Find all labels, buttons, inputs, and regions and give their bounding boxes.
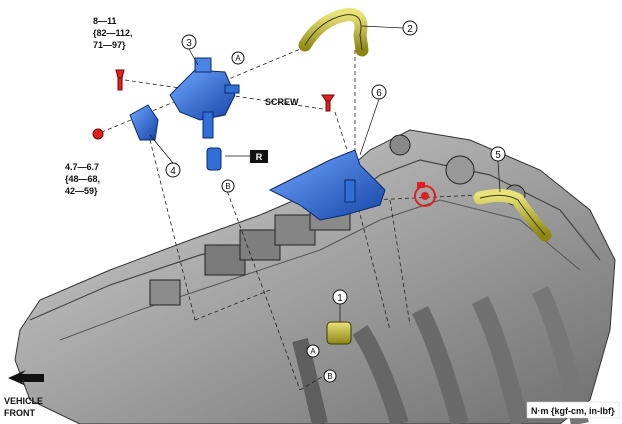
svg-text:2: 2 [407,24,413,35]
torque-label-top: 8—11 {82—112, 71—97} [93,16,133,50]
screw-label: SCREW [265,97,299,107]
callout-b-bottom: B [323,369,337,383]
leader-lines [94,44,481,391]
units-label: N·m {kgf-cm, in-lbf} [526,401,620,419]
vehicle-front-indicator: VEHICLE FRONT [4,370,44,418]
svg-text:N·m {kgf-cm, in-lbf}: N·m {kgf-cm, in-lbf} [531,406,615,416]
svg-text:B: B [225,182,230,191]
svg-text:1: 1 [337,293,343,304]
engine-illustration [14,129,616,424]
purge-valve-part-3 [169,57,240,139]
svg-text:71—97}: 71—97} [93,40,126,50]
torque-label-left: 4.7—6.7 {48—68, 42—59} [65,162,100,196]
callout-a-bottom: A [306,344,320,358]
connector [206,147,222,171]
callout-3: 3 [181,34,199,66]
svg-text:5: 5 [495,150,501,161]
callout-a-top: A [231,51,245,65]
svg-text:4: 4 [170,166,176,177]
svg-text:8—11: 8—11 [93,16,117,26]
svg-text:VEHICLE: VEHICLE [4,396,43,406]
callout-5: 5 [490,146,506,193]
svg-text:{82—112,: {82—112, [93,28,133,38]
svg-text:B: B [327,372,332,381]
arrow-icon [8,370,44,386]
bracket-part-4 [129,104,159,141]
callout-2: 2 [361,20,418,36]
screw [321,94,335,112]
svg-text:FRONT: FRONT [4,408,35,418]
bolt-left [92,128,104,140]
svg-text:R: R [256,152,263,162]
callout-4: 4 [149,134,181,178]
svg-text:6: 6 [376,88,382,99]
svg-text:4.7—6.7: 4.7—6.7 [65,162,99,172]
callout-b-top: B [221,179,235,193]
callout-1: 1 [332,289,348,322]
hose-part-1 [326,321,352,345]
svg-text:A: A [310,347,316,356]
svg-text:3: 3 [186,38,192,49]
replace-symbol: R [225,150,268,163]
svg-text:42—59}: 42—59} [65,186,98,196]
pipe-part-6 [268,149,386,221]
hose-part-2 [298,8,369,57]
svg-text:{48—68,: {48—68, [65,174,100,184]
callout-6: 6 [359,84,387,156]
svg-text:A: A [235,54,241,63]
bolt-top [115,69,125,91]
clamp-icon [414,182,436,207]
